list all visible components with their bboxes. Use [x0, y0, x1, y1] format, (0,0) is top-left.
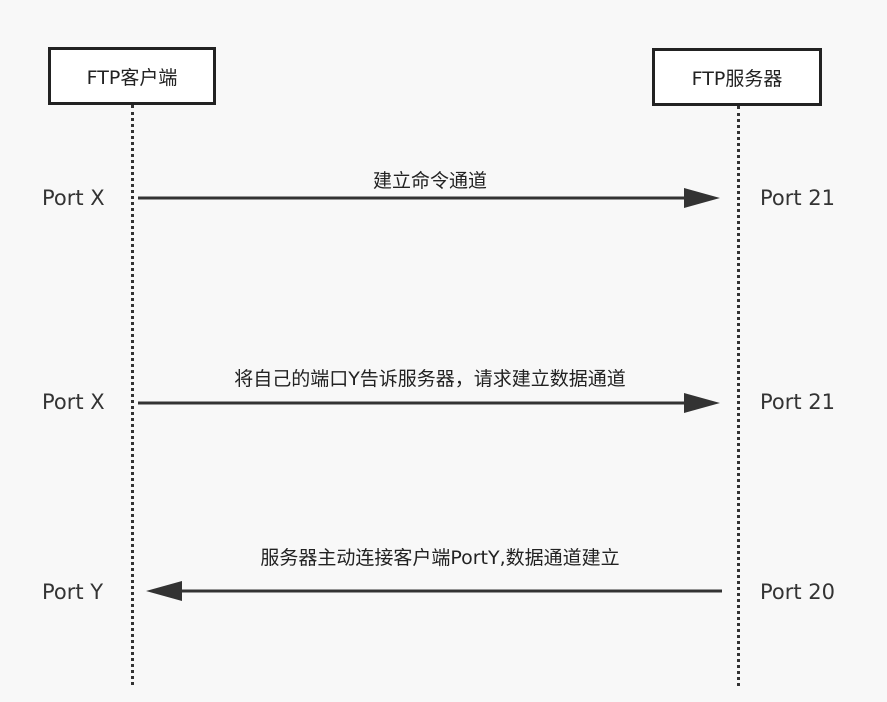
client-lifeline-title: FTP客户端: [86, 66, 178, 89]
message-2-arrow: [138, 393, 720, 413]
message-2-client-port: Port X: [42, 390, 105, 414]
message-1-server-port: Port 21: [760, 186, 836, 210]
message-1-arrow: [138, 188, 720, 208]
message-3-server-port: Port 20: [760, 580, 836, 604]
message-1-client-port: Port X: [42, 186, 105, 210]
client-lifeline: [131, 105, 134, 685]
server-lifeline-box: FTP服务器: [652, 48, 822, 106]
message-3-client-port: Port Y: [42, 580, 104, 604]
message-1-label: 建立命令通道: [372, 170, 487, 192]
client-lifeline-box: FTP客户端: [48, 47, 216, 105]
message-3-label: 服务器主动连接客户端PortY,数据通道建立: [260, 547, 620, 569]
message-2-server-port: Port 21: [760, 390, 836, 414]
server-lifeline: [737, 106, 740, 686]
server-lifeline-title: FTP服务器: [691, 67, 783, 90]
message-2-label: 将自己的端口Y告诉服务器，请求建立数据通道: [234, 368, 626, 390]
message-3-arrow: [146, 581, 722, 601]
